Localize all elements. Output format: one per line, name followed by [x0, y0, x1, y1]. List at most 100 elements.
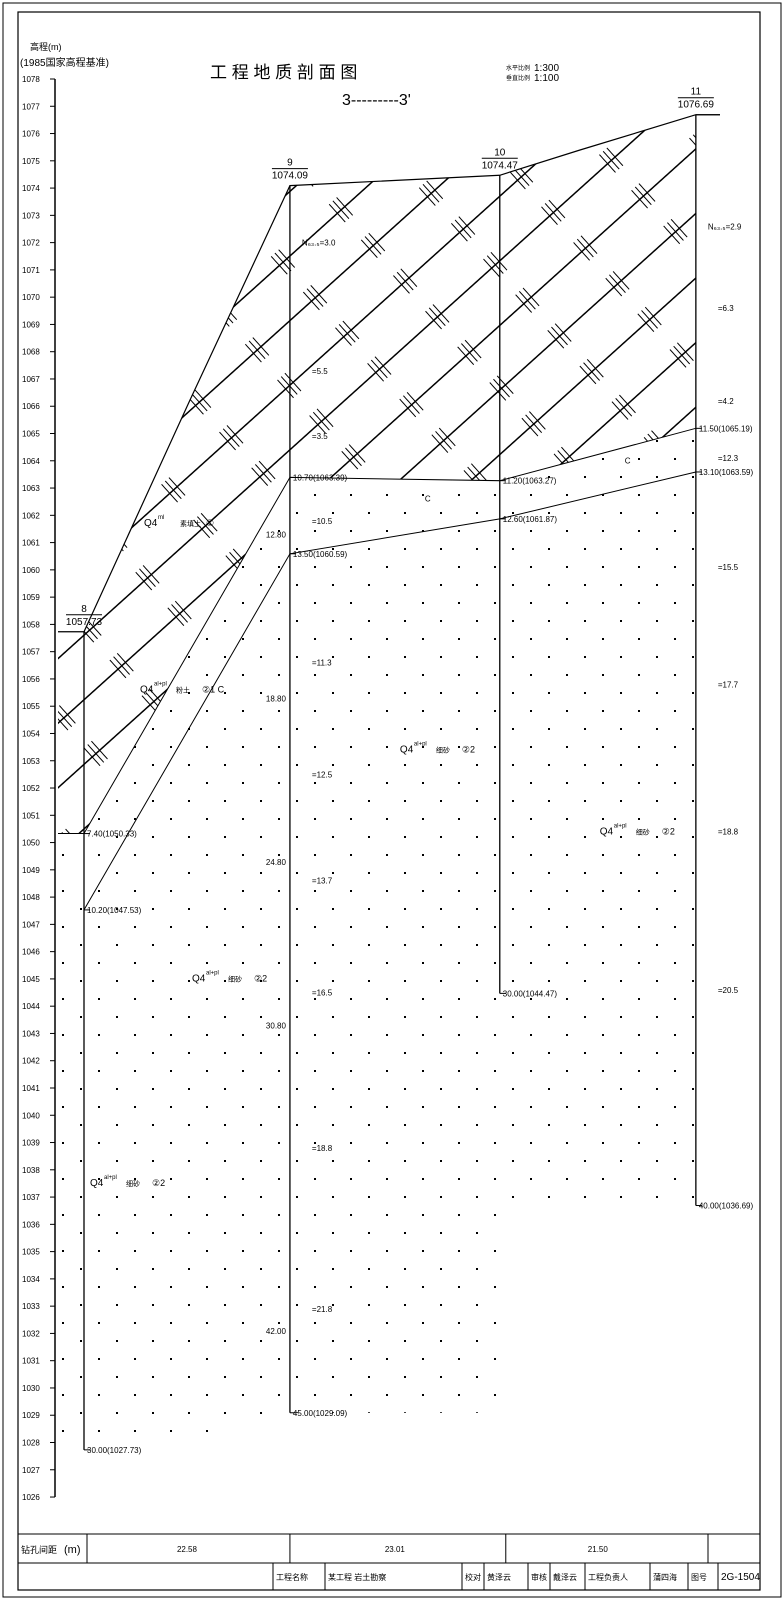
sample-mark: C	[625, 457, 631, 466]
spt-n-value: =12.3	[718, 454, 739, 463]
spt-n-value: =10.5	[312, 517, 333, 526]
layer-depth-label: 30.00(1044.47)	[503, 989, 558, 998]
project-name: 某工程 岩土勘察	[328, 1572, 386, 1582]
spt-n-value: =12.5	[312, 770, 333, 779]
stratum-code: Q4	[90, 1178, 104, 1189]
axis-tick-label: 1030	[22, 1384, 40, 1393]
layer-depth-label: 7.40(1050.33)	[87, 830, 137, 839]
spt-n-value: =11.3	[312, 659, 332, 668]
elevation-datum: (1985国家高程基准)	[20, 56, 109, 69]
axis-tick-label: 1029	[22, 1411, 40, 1420]
spt-n-value: =18.8	[718, 828, 739, 837]
layer-depth-label: 11.50(1065.19)	[699, 424, 753, 433]
axis-tick-label: 1059	[22, 593, 40, 602]
stratum-name: 细砂	[636, 827, 650, 836]
spt-n-value: =21.8	[312, 1305, 333, 1314]
axis-tick-label: 1073	[22, 211, 40, 220]
axis-tick-label: 1062	[22, 511, 40, 520]
axis-tick-label: 1035	[22, 1248, 40, 1257]
axis-tick-label: 1052	[22, 784, 40, 793]
stratum-genesis: al+pl	[614, 823, 627, 829]
axis-tick-label: 1072	[22, 239, 40, 248]
borehole-11: 11 1076.69 11.50(1065.19) 13.10(1063.59) 40.…	[678, 87, 754, 1211]
borehole-id: 8	[81, 604, 87, 615]
axis-tick-label: 1051	[22, 811, 40, 820]
layer-depth-label: 13.10(1063.59)	[699, 468, 754, 477]
borehole-id: 11	[691, 87, 702, 98]
axis-tick-label: 1067	[22, 375, 40, 384]
axis-tick-label: 1040	[22, 1111, 40, 1120]
axis-tick-label: 1053	[22, 757, 40, 766]
sample-depth-label: 12.80	[266, 531, 287, 540]
stratum-name: 细砂	[228, 975, 242, 984]
spt-n-value: N₆₃.₅=2.9	[708, 222, 742, 231]
stratum-genesis: al+pl	[206, 971, 219, 977]
sand-layer	[58, 471, 696, 1442]
axis-tick-label: 1055	[22, 702, 40, 711]
axis-tick-label: 1060	[22, 566, 40, 575]
axis-tick-label: 1031	[22, 1357, 40, 1366]
borehole-id: 10	[494, 147, 506, 158]
stratum-number: ①	[206, 518, 214, 528]
borehole-distance: 23.01	[385, 1545, 406, 1554]
sample-depth-label: 42.00	[266, 1327, 287, 1336]
drawing-no-label: 图号	[691, 1573, 707, 1582]
layer-depth-label: 10.20(1047.53)	[87, 906, 142, 915]
axis-tick-label: 1046	[22, 948, 40, 957]
sample-depth-label: 24.80	[266, 858, 287, 867]
axis-tick-label: 1043	[22, 1029, 40, 1038]
silt-layer	[84, 428, 696, 910]
axis-tick-label: 1027	[22, 1466, 40, 1475]
sample-mark: C	[425, 495, 431, 504]
stratum-name: 粉土	[176, 686, 190, 695]
distance-row-label: 钻孔间距	[21, 1544, 57, 1555]
axis-tick-label: 1044	[22, 1002, 40, 1011]
borehole-elevation: 1057.73	[66, 617, 103, 628]
spt-n-value: =5.5	[312, 367, 328, 376]
axis-tick-label: 1037	[22, 1193, 40, 1202]
axis-tick-label: 1036	[22, 1220, 40, 1229]
borehole-id: 9	[287, 158, 293, 169]
stratum-name: 素填土	[180, 519, 201, 528]
stratum-number: ②2	[662, 826, 675, 836]
stratum-number: ②2	[152, 1178, 165, 1188]
layer-depth-label: 40.00(1036.69)	[699, 1202, 754, 1211]
stratum-code: Q4	[140, 685, 154, 696]
checker-name: 黄泽云	[487, 1572, 511, 1582]
borehole-10: 101074.4711.20(1063.27)12.60(1061.87)30.…	[482, 147, 558, 998]
spt-n-value: =18.8	[312, 1144, 333, 1153]
scale-h-value: 1:300	[534, 63, 559, 74]
lead-name: 蒲四海	[653, 1572, 677, 1582]
drawing-title: 工 程 地 质 剖 面 图	[210, 63, 357, 82]
scale-v-value: 1:100	[534, 73, 559, 84]
axis-tick-label: 1058	[22, 620, 40, 629]
scale-h-label: 水平比例	[506, 64, 530, 72]
stratum-code: Q4	[144, 518, 158, 529]
stratum-code: Q4	[600, 826, 614, 837]
distance-row-unit: (m)	[64, 1544, 81, 1556]
borehole-elevation: 1076.69	[678, 100, 715, 111]
borehole-distance: 21.50	[588, 1545, 609, 1554]
layer-boundary-2	[83, 471, 696, 911]
axis-tick-label: 1056	[22, 675, 40, 684]
axis-tick-label: 1057	[22, 648, 40, 657]
axis-tick-label: 1063	[22, 484, 40, 493]
axis-tick-label: 1075	[22, 157, 40, 166]
stratum-name: 细砂	[436, 746, 450, 755]
spt-n-value: =6.3	[718, 304, 734, 313]
spt-n-value: =3.5	[312, 432, 328, 441]
layer-depth-label: 11.20(1063.27)	[503, 477, 557, 486]
axis-tick-label: 1028	[22, 1439, 40, 1448]
project-name-label: 工程名称	[276, 1572, 308, 1582]
stratum-code: Q4	[400, 745, 414, 756]
stratum-code: Q4	[192, 974, 206, 985]
spt-n-value: =17.7	[718, 680, 739, 689]
axis-tick-label: 1042	[22, 1057, 40, 1066]
stratum-genesis: al+pl	[414, 742, 427, 748]
axis-tick-label: 1070	[22, 293, 40, 302]
spt-n-value: =4.2	[718, 397, 734, 406]
stratum-name: 细砂	[126, 1179, 140, 1188]
